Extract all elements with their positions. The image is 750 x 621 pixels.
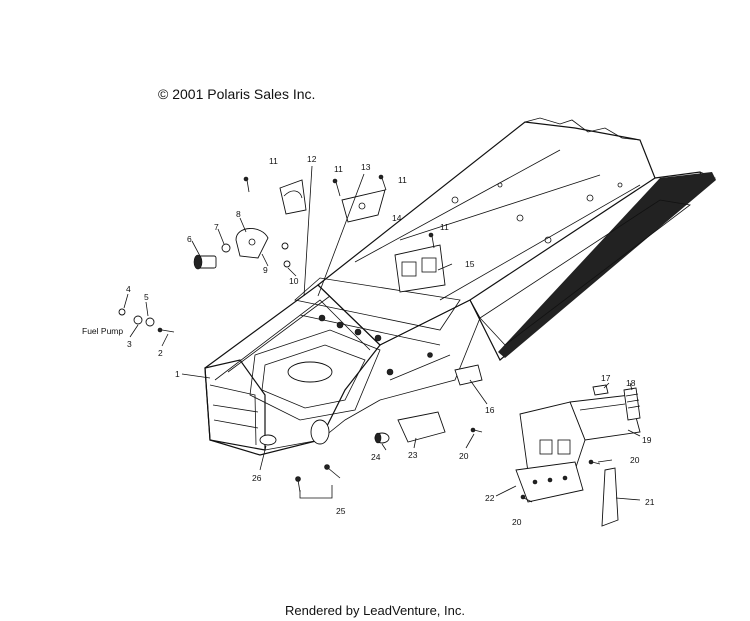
callout-10: 10 (289, 276, 299, 286)
part-23-plate (397, 411, 446, 443)
part-11-bolts (243, 174, 435, 249)
part-16-bracket (454, 364, 483, 386)
callout-21: 21 (645, 497, 655, 507)
chassis-tunnel (204, 117, 716, 456)
part-8-plate (235, 228, 269, 259)
footer-text: Rendered by LeadVenture, Inc. (285, 603, 465, 618)
callout-20b: 20 (630, 455, 640, 465)
callout-3: 3 (127, 339, 132, 349)
part-24-bumper (374, 432, 390, 444)
callout-12: 12 (307, 154, 317, 164)
callout-5: 5 (144, 292, 149, 302)
callout-24: 24 (371, 452, 381, 462)
part-22-bottom-panel (515, 461, 584, 503)
callout-18: 18 (626, 378, 636, 388)
callout-20c: 20 (512, 517, 522, 527)
callout-23: 23 (408, 450, 418, 460)
fuel-pump-parts (118, 308, 175, 333)
callout-1: 1 (175, 369, 180, 379)
fuel-pump-label: Fuel Pump (82, 326, 123, 336)
copyright-text: © 2001 Polaris Sales Inc. (158, 86, 316, 102)
callout-6: 6 (187, 234, 192, 244)
leader-lines (123, 165, 641, 501)
callout-13: 13 (361, 162, 371, 172)
callout-16: 16 (485, 405, 495, 415)
callout-20a: 20 (459, 451, 469, 461)
callout-4: 4 (126, 284, 131, 294)
part-25-fasteners (295, 464, 341, 499)
callout-11b: 11 (334, 164, 343, 174)
callout-11d: 11 (440, 222, 449, 232)
callout-9: 9 (263, 265, 268, 275)
callout-26: 26 (252, 473, 262, 483)
part-15-bracket (394, 244, 446, 293)
part-10-bolts (281, 242, 291, 268)
part-21-bracket (601, 467, 619, 527)
part-12-bracket (279, 179, 307, 215)
callout-8: 8 (236, 209, 241, 219)
callout-17: 17 (601, 373, 611, 383)
perforated-panel (479, 199, 691, 346)
callout-19: 19 (642, 435, 652, 445)
callout-25: 25 (336, 506, 346, 516)
deck-holes (451, 182, 623, 244)
callout-22: 22 (485, 493, 495, 503)
callout-11a: 11 (269, 156, 278, 166)
part-26 (259, 434, 277, 446)
part-13-bracket (341, 189, 386, 223)
callout-15: 15 (465, 259, 475, 269)
callouts: 1 2 3 4 5 6 7 8 9 10 11 11 11 11 12 13 1… (82, 154, 655, 527)
bulkhead-bolts (318, 314, 433, 376)
callout-2: 2 (158, 348, 163, 358)
part-6-bolt (193, 254, 217, 270)
part-mid-panel (519, 401, 586, 473)
callout-7: 7 (214, 222, 219, 232)
part-20-bolts (470, 427, 601, 503)
part-7-nut (221, 243, 231, 253)
callout-11c: 11 (398, 175, 407, 185)
callout-14: 14 (392, 213, 402, 223)
